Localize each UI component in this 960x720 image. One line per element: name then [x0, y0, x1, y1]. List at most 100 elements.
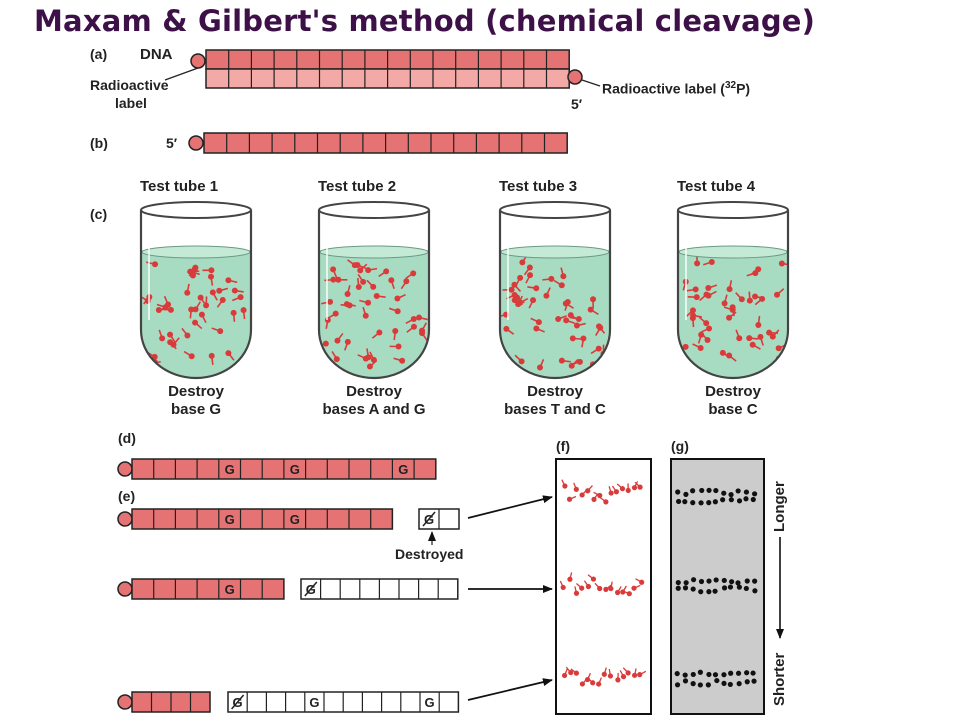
band-dot: [682, 585, 689, 591]
molecule-head: [694, 260, 701, 267]
five-prime-b: 5′: [166, 135, 178, 151]
molecule-head: [225, 277, 232, 284]
molecule-head: [766, 329, 773, 336]
band-molecule-head: [608, 585, 614, 592]
band-molecule-head: [590, 680, 596, 686]
fragment-short: [131, 691, 211, 713]
band-dot: [750, 670, 756, 676]
molecule-head: [778, 260, 785, 267]
molecule-head: [410, 270, 417, 277]
band-dot: [729, 579, 735, 585]
page-title: Maxam & Gilbert's method (chemical cleav…: [34, 4, 816, 38]
band-dot: [690, 681, 696, 687]
liquid-surface: [141, 245, 251, 259]
band-dot: [752, 578, 758, 584]
base-g-label: G: [225, 462, 235, 477]
band-dot: [721, 577, 727, 584]
band-dot: [713, 577, 719, 583]
band-molecule-head: [631, 585, 637, 591]
tube-1-title: Test tube 1: [140, 178, 219, 195]
liquid-fill: [500, 250, 610, 378]
band-dot: [736, 681, 742, 687]
molecule-head: [514, 294, 521, 301]
radioactive-label-text-2: label: [115, 95, 147, 111]
band-dot: [674, 670, 680, 677]
molecule-head: [219, 296, 226, 303]
band-molecule-head: [567, 576, 573, 582]
band-molecule-head: [603, 586, 609, 593]
label-pointer-line: [164, 67, 199, 81]
molecule-head: [595, 323, 602, 330]
panel-label-a: (a): [90, 46, 108, 62]
molecule-head: [729, 306, 736, 313]
band-molecule-head: [597, 492, 603, 499]
band-molecule-head: [585, 583, 592, 590]
band-dot: [706, 500, 712, 506]
molecule-head: [362, 355, 369, 362]
liquid-surface: [500, 245, 610, 259]
label-pointer-line-32p: [581, 79, 601, 87]
panel-label-e: (e): [118, 488, 136, 504]
base-g-label: G: [398, 462, 408, 477]
molecule-head: [410, 316, 417, 323]
band-molecule-head: [573, 486, 579, 492]
molecule-head: [332, 310, 339, 317]
band-molecule-head: [620, 674, 627, 680]
molecule-head: [560, 273, 567, 280]
molecule-head: [569, 335, 576, 342]
band-dot: [744, 578, 750, 584]
band-molecule-head: [573, 670, 579, 676]
molecule-head: [360, 278, 367, 285]
molecule-head: [555, 316, 562, 323]
band-dot: [706, 671, 712, 678]
molecule-head: [395, 343, 402, 350]
band-molecule-head: [597, 585, 603, 592]
molecule-head: [192, 319, 199, 326]
molecule-head: [682, 343, 689, 350]
molecule-head: [533, 325, 540, 332]
molecule-head: [590, 296, 597, 303]
molecule-head: [689, 307, 696, 314]
band-dot: [690, 671, 696, 678]
band-molecule-head: [631, 672, 638, 678]
band-dot: [736, 498, 743, 504]
radioactive-label-bottom: [567, 69, 583, 85]
molecule-head: [693, 294, 700, 301]
gel-g-band-3: [674, 669, 757, 688]
molecule-head: [738, 296, 745, 303]
molecule-head: [692, 286, 699, 293]
tube-outline: [139, 210, 253, 380]
molecule-head: [568, 362, 575, 369]
band-molecule-head: [573, 590, 580, 596]
molecule-tail: [778, 358, 781, 368]
molecule-head: [416, 314, 423, 321]
molecule-head: [225, 350, 232, 357]
band-dot: [675, 585, 681, 591]
band-molecule-head: [562, 483, 568, 489]
fragment-long-cleaved: G: [418, 508, 460, 530]
test-tube-3: [498, 201, 612, 380]
destroyed-label: Destroyed: [395, 546, 464, 562]
molecule-head: [706, 325, 713, 332]
tube-2-title: Test tube 2: [318, 178, 397, 195]
molecule-head: [188, 306, 195, 313]
base-g-label: G: [225, 582, 235, 597]
molecule-head: [216, 287, 223, 294]
tube-rim: [499, 201, 611, 219]
molecule-head: [705, 284, 712, 291]
molecule-head: [231, 287, 238, 294]
molecule-head: [536, 364, 543, 371]
molecule-head: [192, 306, 199, 313]
molecule-head: [388, 277, 395, 284]
band-dot: [690, 586, 696, 592]
band-dot: [751, 678, 757, 684]
band-molecule-head: [560, 584, 566, 591]
molecule-head: [755, 266, 762, 273]
band-dot: [712, 588, 718, 594]
molecule-head: [184, 332, 191, 339]
molecule-head: [370, 283, 377, 290]
molecule-head: [757, 333, 764, 340]
band-molecule-head: [637, 484, 643, 490]
